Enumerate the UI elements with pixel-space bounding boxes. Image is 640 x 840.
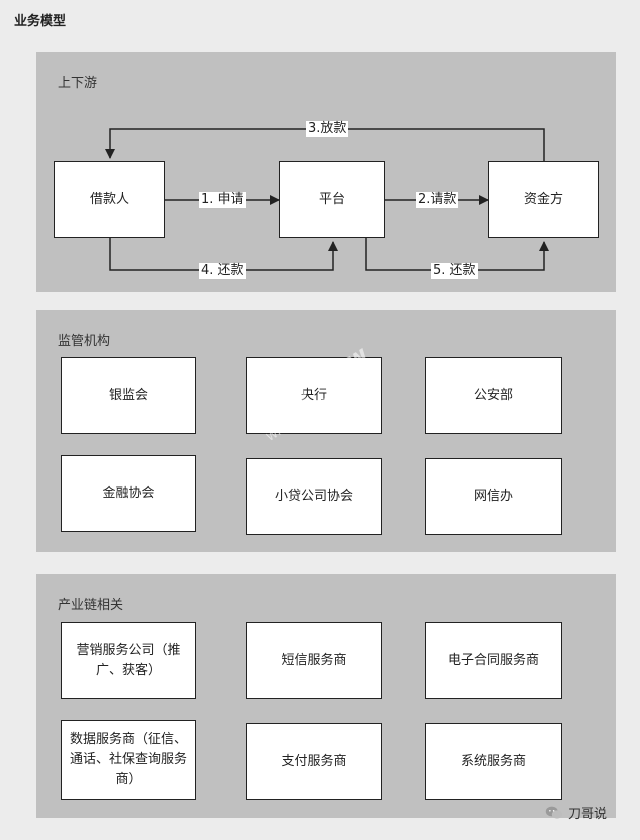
regulator-box: 网信办: [425, 458, 562, 535]
node-borrower: 借款人: [54, 161, 165, 238]
section-upstream: 上下游 借款人 平台 资金方 1. 申请 2.请款 3.放款 4. 还款 5. …: [36, 52, 616, 292]
industry-label: 短信服务商: [281, 652, 347, 668]
brand: 刀哥说: [545, 803, 607, 822]
regulator-box: 金融协会: [61, 455, 196, 532]
section-title-industry: 产业链相关: [58, 598, 124, 613]
section-title-upstream: 上下游: [58, 76, 98, 91]
regulator-box: 央行: [246, 357, 382, 434]
industry-box: 数据服务商（征信、通话、社保查询服务商）: [61, 720, 196, 800]
section-industry: 产业链相关 营销服务公司（推广、获客） 短信服务商 电子合同服务商 数据服务商（…: [36, 574, 616, 818]
node-funder-label: 资金方: [523, 191, 563, 207]
edge-label-disburse: 3.放款: [306, 121, 349, 137]
page-title: 业务模型: [14, 14, 67, 29]
regulator-box: 银监会: [61, 357, 196, 434]
brand-name: 刀哥说: [568, 807, 608, 822]
edge-label-repay-funder: 5. 还款: [431, 263, 478, 279]
industry-label: 支付服务商: [281, 753, 347, 769]
industry-box: 短信服务商: [246, 622, 382, 699]
wechat-icon: [545, 806, 563, 819]
section-title-regulators: 监管机构: [58, 334, 111, 349]
section-regulators: 监管机构 银监会 央行 公安部 金融协会 小贷公司协会 网信办: [36, 310, 616, 552]
node-borrower-label: 借款人: [89, 191, 129, 207]
industry-box: 系统服务商: [425, 723, 562, 800]
industry-label: 电子合同服务商: [447, 652, 539, 668]
edge-label-repay-platform: 4. 还款: [199, 263, 246, 279]
regulator-label: 公安部: [473, 387, 513, 403]
industry-label: 营销服务公司（推广、获客）: [76, 642, 181, 678]
industry-label: 数据服务商（征信、通话、社保查询服务商）: [70, 732, 188, 787]
regulator-label: 银监会: [108, 387, 148, 403]
regulator-label: 网信办: [473, 488, 513, 504]
industry-label: 系统服务商: [460, 753, 526, 769]
regulator-box: 公安部: [425, 357, 562, 434]
node-funder: 资金方: [488, 161, 599, 238]
industry-box: 支付服务商: [246, 723, 382, 800]
industry-box: 电子合同服务商: [425, 622, 562, 699]
edge-label-apply: 1. 申请: [199, 192, 246, 208]
regulator-label: 小贷公司协会: [274, 488, 353, 504]
regulator-label: 央行: [300, 387, 327, 403]
node-platform-label: 平台: [318, 191, 345, 207]
regulator-box: 小贷公司协会: [246, 458, 382, 535]
industry-box: 营销服务公司（推广、获客）: [61, 622, 196, 699]
regulator-label: 金融协会: [102, 485, 155, 501]
node-platform: 平台: [279, 161, 385, 238]
edge-label-request: 2.请款: [416, 192, 459, 208]
